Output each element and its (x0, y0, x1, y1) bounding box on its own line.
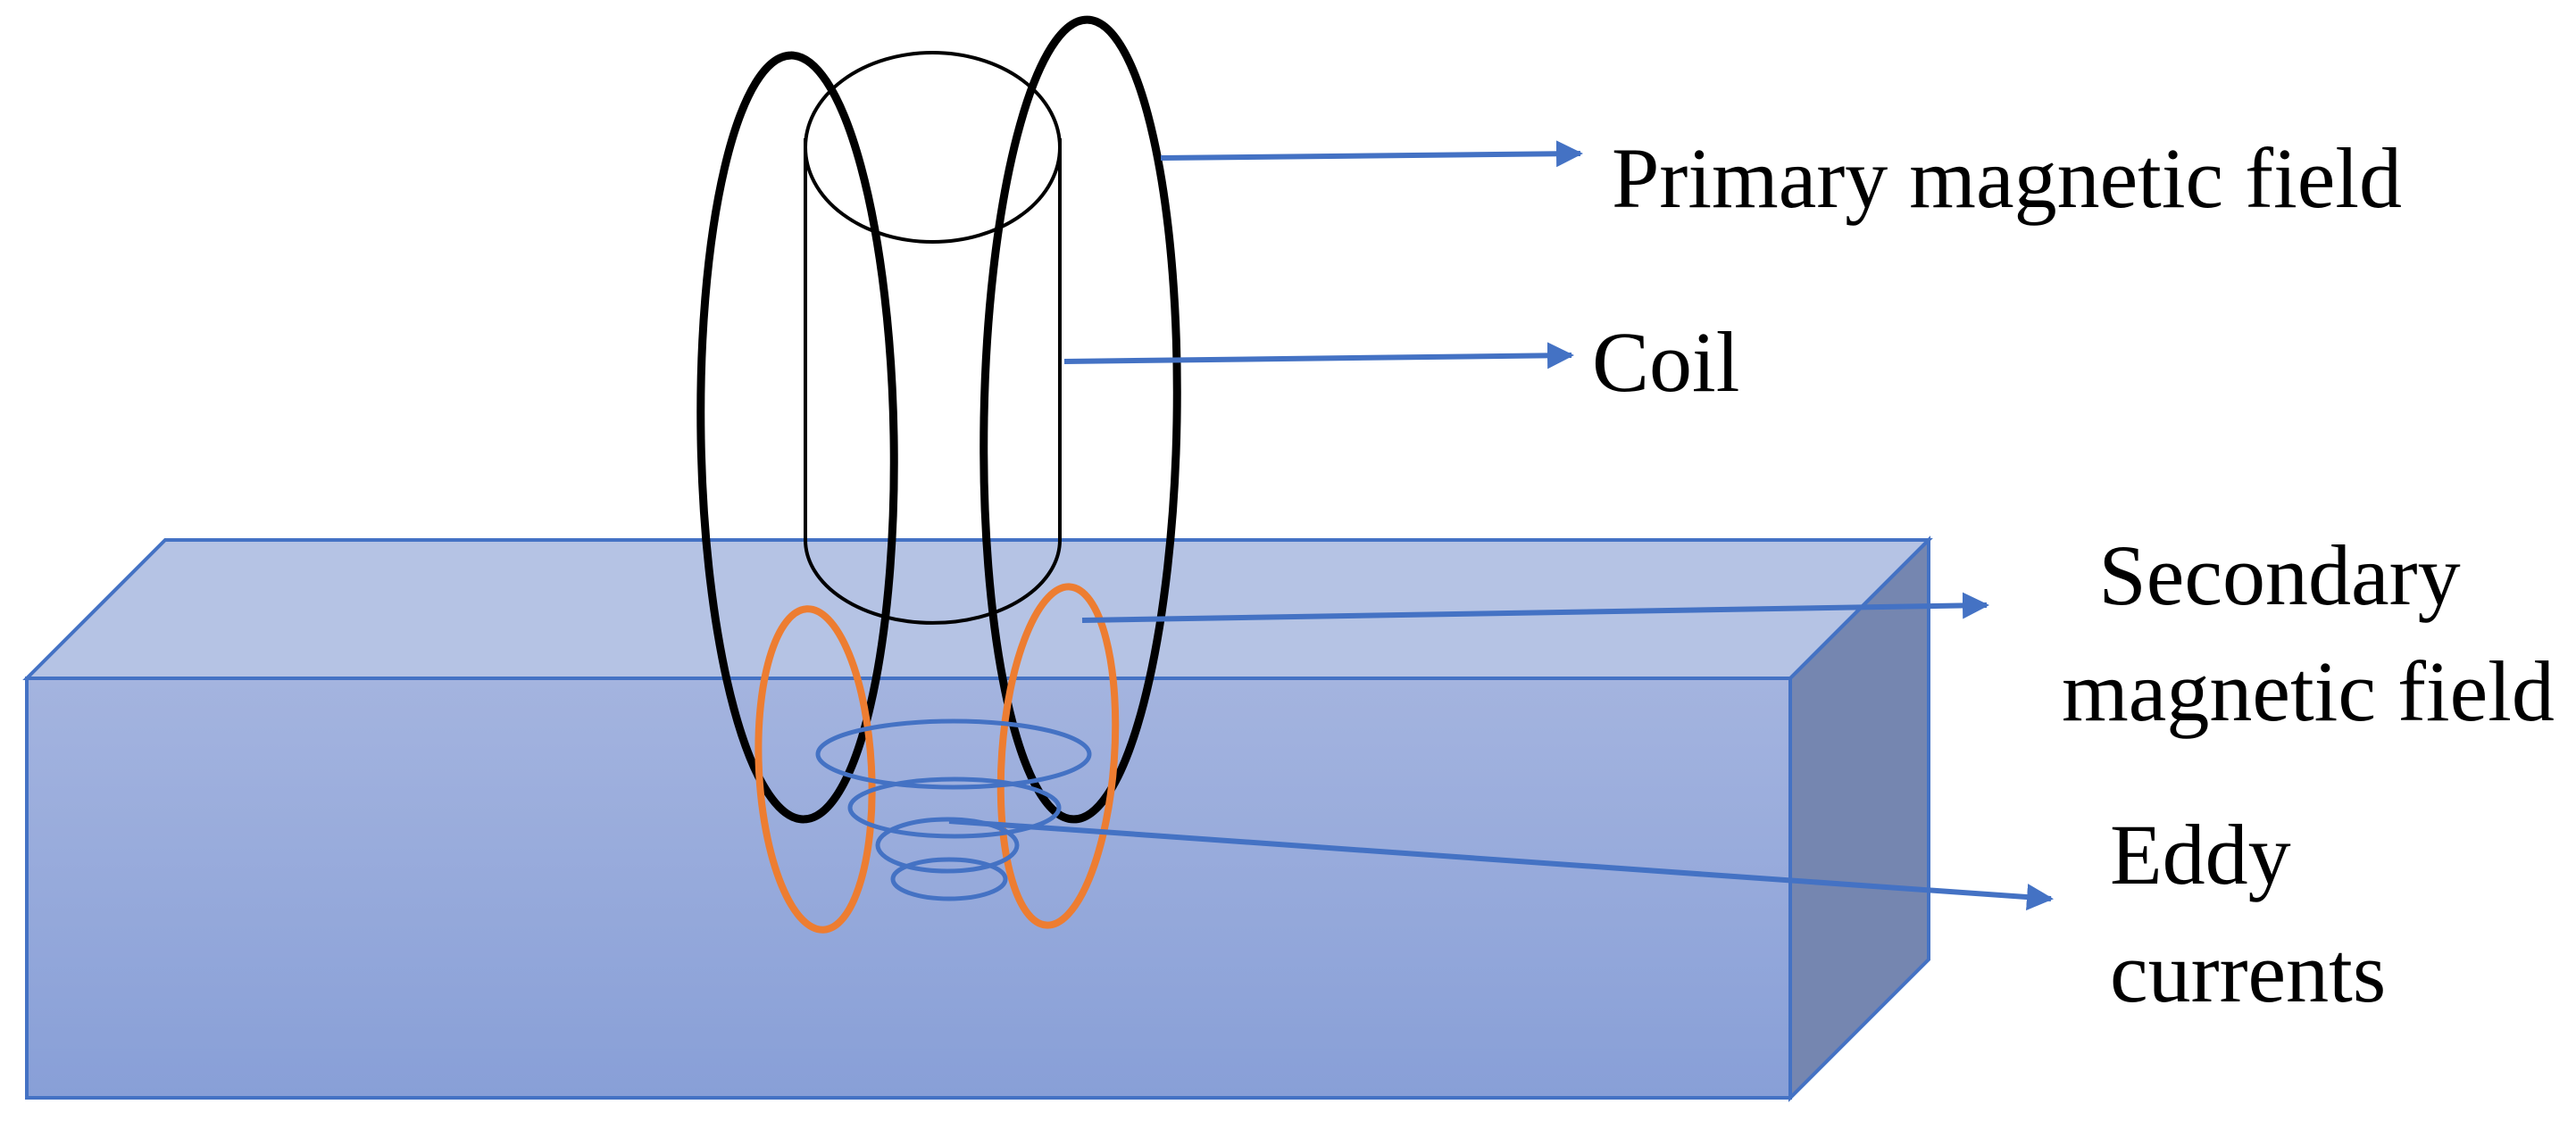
eddy-current-rings (815, 718, 1092, 901)
block-front-face (25, 677, 1792, 1100)
coil-cylinder (804, 51, 1062, 625)
primary-field-loops (696, 15, 1181, 824)
secondary-field-loop-right (996, 583, 1120, 929)
secondary-field-arrow (1081, 592, 1989, 623)
eddy-ring-4 (890, 857, 1008, 901)
eddy-currents-arrow (948, 818, 2054, 911)
primary-field-loop-left (696, 51, 898, 824)
primary-field-loop-right (980, 15, 1181, 824)
eddy-ring-2 (847, 776, 1062, 839)
secondary-field-label-line2: magnetic field (2062, 644, 2555, 739)
primary-field-arrow (1160, 140, 1583, 168)
pointer-arrows (948, 140, 2054, 911)
labels: Primary magnetic field Coil Secondary ma… (1592, 130, 2555, 1020)
coil-top-rim (804, 51, 1062, 244)
eddy-ring-3 (875, 817, 1020, 874)
coil-arrow (1063, 342, 1574, 370)
eddy-currents-label-line2: currents (2110, 925, 2386, 1020)
coil-bottom-rim (804, 539, 1062, 625)
secondary-field-loops (754, 583, 1120, 934)
primary-field-label: Primary magnetic field (1612, 130, 2402, 226)
conductive-block (22, 536, 1933, 1102)
eddy-ring-1 (815, 718, 1092, 790)
secondary-field-loop-left (754, 605, 876, 934)
secondary-field-label-line1: Secondary (2098, 527, 2460, 623)
coil-label: Coil (1592, 314, 1739, 410)
eddy-currents-label-line1: Eddy (2110, 807, 2291, 902)
